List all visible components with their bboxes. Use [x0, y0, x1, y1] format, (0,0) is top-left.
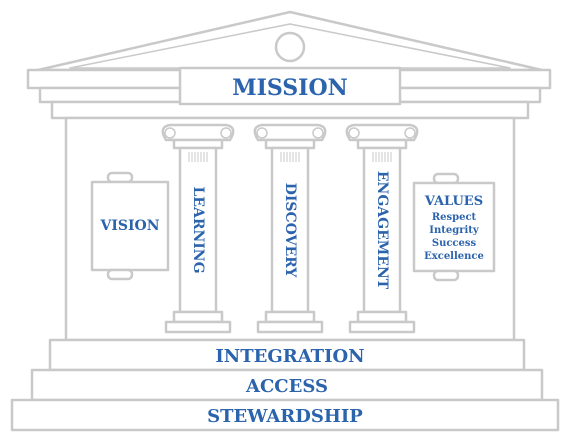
values-panel — [412, 172, 496, 282]
values-item: Excellence — [424, 251, 484, 262]
pillar-volute — [220, 127, 232, 139]
pillar-engagement: ENGAGEMENT — [345, 123, 419, 334]
pillar-learning: LEARNING — [161, 123, 235, 334]
step-access — [30, 368, 544, 402]
pillar-base — [356, 310, 408, 324]
vision-panel — [90, 171, 170, 281]
pillar-base — [264, 310, 316, 324]
mission-sign — [178, 66, 402, 106]
pillar-volute — [256, 127, 268, 139]
access-label: ACCESS — [245, 376, 328, 397]
values-scroll-top — [432, 172, 460, 185]
pillar-capital — [253, 123, 327, 142]
pillar-shaft — [270, 146, 310, 314]
pillar-label: DISCOVERY — [282, 183, 298, 279]
values-title: VALUES — [424, 194, 483, 209]
integration-label: INTEGRATION — [215, 346, 364, 367]
pillar-discovery: DISCOVERY — [253, 123, 327, 334]
values-board — [412, 181, 496, 273]
step-stewardship — [10, 398, 560, 432]
vision-label: VISION — [99, 218, 159, 234]
pillar-volute — [348, 127, 360, 139]
vision-scroll-top — [106, 171, 134, 184]
steps — [10, 338, 560, 432]
pillar-label: LEARNING — [190, 186, 206, 273]
values-item: Respect — [432, 212, 477, 223]
pillar-label: ENGAGEMENT — [374, 171, 390, 290]
pediment-oculus — [274, 31, 306, 63]
pillar-volute — [404, 127, 416, 139]
pillar-capital — [345, 123, 419, 142]
mission-label: MISSION — [232, 75, 348, 101]
values-scroll-bottom — [432, 269, 460, 282]
pillar-plinth — [256, 320, 324, 334]
values-item: Success — [432, 238, 477, 249]
vision-scroll-bottom — [106, 268, 134, 281]
pillar-plinth — [164, 320, 232, 334]
values-item: Integrity — [429, 225, 480, 236]
pillar-volute — [164, 127, 176, 139]
pillar-capital — [161, 123, 235, 142]
vision-board — [90, 180, 170, 272]
stewardship-label: STEWARDSHIP — [207, 406, 363, 427]
pillar-base — [172, 310, 224, 324]
pillar-volute — [312, 127, 324, 139]
pillars: LEARNING DISCOVERY ENGAGEMENT — [161, 123, 419, 334]
pillar-plinth — [348, 320, 416, 334]
